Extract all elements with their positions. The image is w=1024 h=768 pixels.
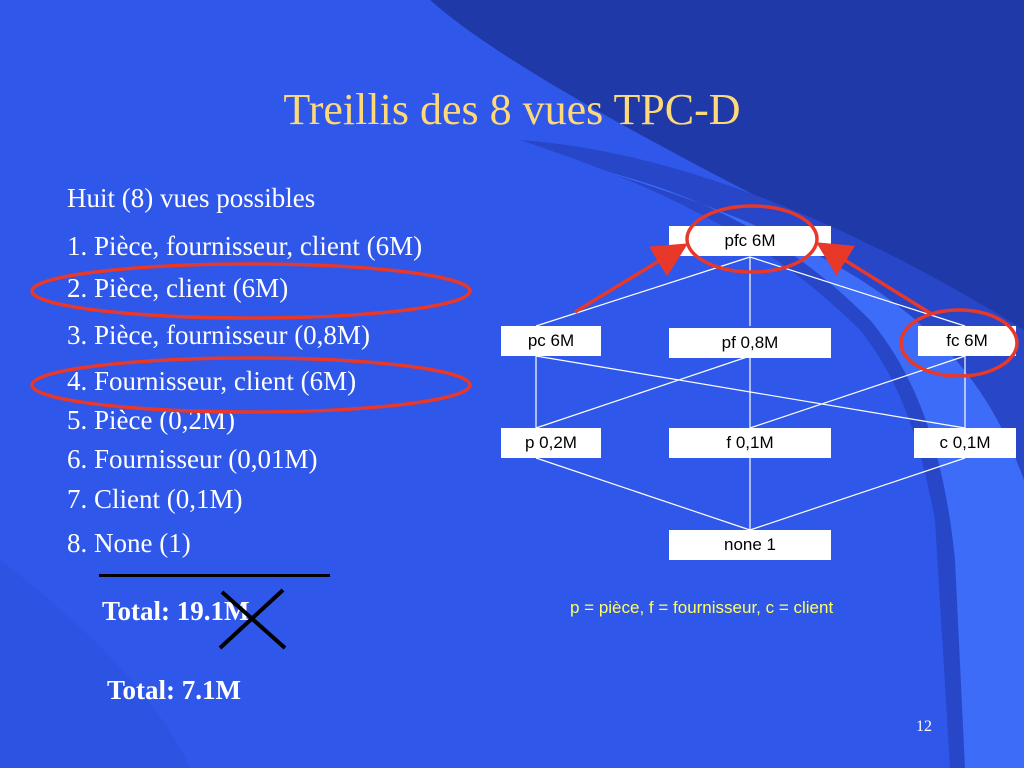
sum-rule bbox=[99, 574, 330, 577]
total-crossed: Total: 19.1M bbox=[102, 596, 250, 626]
slide-title: Treillis des 8 vues TPC-D bbox=[283, 85, 741, 134]
lattice-legend: p = pièce, f = fournisseur, c = client bbox=[570, 598, 834, 617]
view-item: 3. Pièce, fournisseur (0,8M) bbox=[67, 320, 370, 350]
total-new: Total: 7.1M bbox=[107, 675, 241, 705]
node-p: p 0,2M bbox=[501, 428, 601, 458]
view-item: 1. Pièce, fournisseur, client (6M) bbox=[67, 231, 423, 261]
node-pc: pc 6M bbox=[501, 326, 601, 356]
page-number: 12 bbox=[916, 718, 932, 735]
view-item: 2. Pièce, client (6M) bbox=[67, 273, 289, 303]
view-item: 7. Client (0,1M) bbox=[67, 484, 243, 514]
node-fc: fc 6M bbox=[918, 326, 1016, 356]
circle-fc bbox=[899, 308, 1019, 378]
node-pfc: pfc 6M bbox=[669, 226, 831, 256]
view-item: 8. None (1) bbox=[67, 528, 191, 558]
node-pf: pf 0,8M bbox=[669, 328, 831, 358]
circle-item-4 bbox=[30, 356, 472, 414]
arrow-fc-pfc bbox=[816, 242, 931, 315]
cross-mark bbox=[220, 590, 287, 650]
node-c: c 0,1M bbox=[914, 428, 1016, 458]
node-none: none 1 bbox=[669, 530, 831, 560]
view-item: 6. Fournisseur (0,01M) bbox=[67, 444, 318, 474]
view-item: 4. Fournisseur, client (6M) bbox=[67, 366, 357, 396]
cross-mark bbox=[218, 588, 285, 650]
circle-item-2 bbox=[30, 262, 472, 320]
circle-pfc bbox=[685, 204, 819, 274]
intro-text: Huit (8) vues possibles bbox=[67, 183, 316, 213]
arrow-pc-pfc bbox=[574, 243, 688, 314]
node-f: f 0,1M bbox=[669, 428, 831, 458]
